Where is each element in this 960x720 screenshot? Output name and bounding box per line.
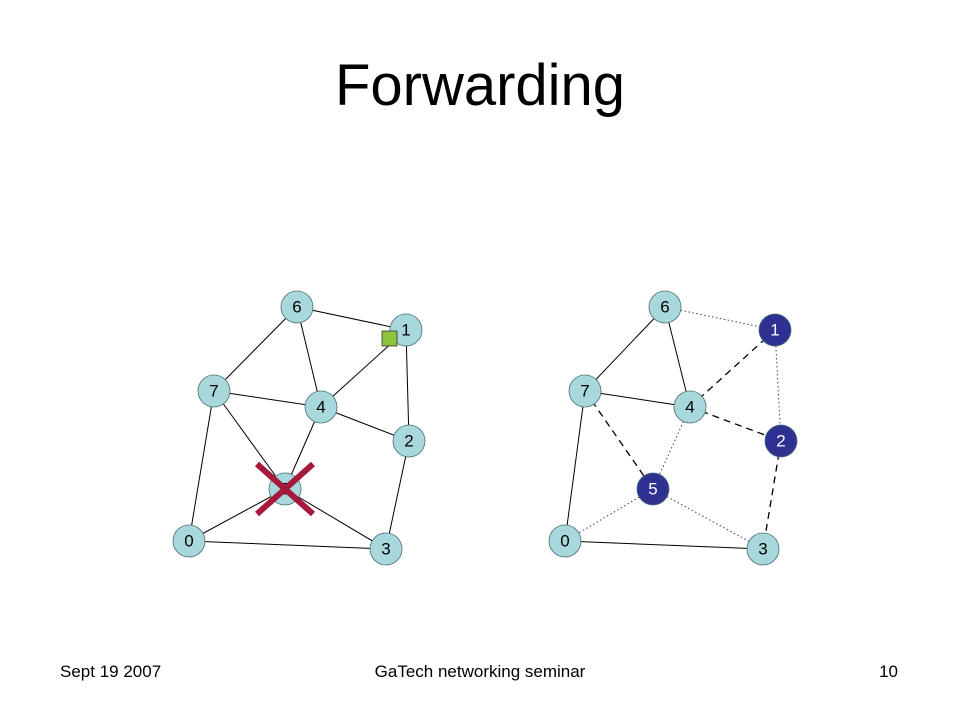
node-3: 3	[369, 532, 403, 566]
node-3: 3	[746, 532, 780, 566]
node-label: 3	[758, 540, 767, 559]
edge-1-2	[774, 329, 782, 442]
edge-6-4	[664, 306, 691, 408]
footer-title: GaTech networking seminar	[374, 662, 586, 681]
slide-title: Forwarding	[334, 53, 626, 118]
edge-7-5	[584, 390, 654, 490]
node-label: 2	[776, 432, 785, 451]
node-label: 4	[685, 398, 694, 417]
edge-5-0	[564, 488, 654, 542]
page-number: 10	[879, 662, 898, 681]
edge-5-0	[188, 488, 286, 542]
edge-7-0	[188, 390, 215, 542]
edge-1-2	[405, 329, 410, 442]
node-circle	[172, 524, 206, 558]
edge-6-4	[296, 306, 322, 408]
node-label: 0	[560, 532, 569, 551]
node-2: 2	[764, 424, 798, 458]
node-circle	[673, 390, 707, 424]
node-6: 6	[648, 290, 682, 324]
edge-6-7	[213, 306, 298, 392]
node-7: 7	[568, 374, 602, 408]
edge-0-3	[564, 540, 764, 550]
node-circle	[304, 390, 338, 424]
node-circle	[392, 424, 426, 458]
node-circle	[764, 424, 798, 458]
node-circle	[758, 313, 792, 347]
node-5: 5	[636, 472, 670, 506]
edge-5-3	[652, 488, 764, 550]
edge-5-3	[284, 488, 387, 550]
node-circle	[197, 374, 231, 408]
node-4: 4	[673, 390, 707, 424]
node-label: 6	[292, 298, 301, 317]
edge-1-4	[689, 329, 776, 408]
packet-icon	[381, 330, 398, 347]
edge-0-3	[188, 540, 387, 550]
node-label: 7	[580, 382, 589, 401]
edge-7-5	[213, 390, 286, 490]
edge-2-3	[762, 440, 782, 550]
node-label: 4	[316, 398, 325, 417]
node-label: 3	[381, 540, 390, 559]
node-label: 5	[648, 480, 657, 499]
node-label: 6	[660, 298, 669, 317]
node-1: 1	[389, 313, 423, 347]
node-label: 0	[184, 532, 193, 551]
edge-7-0	[564, 390, 586, 542]
node-4: 4	[304, 390, 338, 424]
node-circle	[548, 524, 582, 558]
node-label: 1	[401, 321, 410, 340]
node-circle	[636, 472, 670, 506]
graph-right: 6 1 7 4 2 5 0 3	[548, 290, 798, 566]
footer-date: Sept 19 2007	[60, 662, 162, 681]
edge-2-3	[385, 440, 410, 550]
edge-7-4	[213, 390, 322, 408]
edge-4-5	[652, 406, 691, 490]
node-0: 0	[548, 524, 582, 558]
node-1: 1	[758, 313, 792, 347]
node-6: 6	[280, 290, 314, 324]
node-circle	[389, 313, 423, 347]
node-circle	[648, 290, 682, 324]
node-2: 2	[392, 424, 426, 458]
node-circle	[746, 532, 780, 566]
node-circle	[568, 374, 602, 408]
edge-7-4	[584, 390, 691, 408]
edge-6-7	[584, 306, 666, 392]
failure-x-icon	[255, 461, 315, 517]
node-circle	[369, 532, 403, 566]
node-label: 2	[404, 432, 413, 451]
edge-6-1	[664, 306, 776, 331]
node-0: 0	[172, 524, 206, 558]
node-label: 1	[770, 321, 779, 340]
edge-6-1	[296, 306, 407, 331]
node-circle	[280, 290, 314, 324]
node-7: 7	[197, 374, 231, 408]
node-label: 7	[209, 382, 218, 401]
